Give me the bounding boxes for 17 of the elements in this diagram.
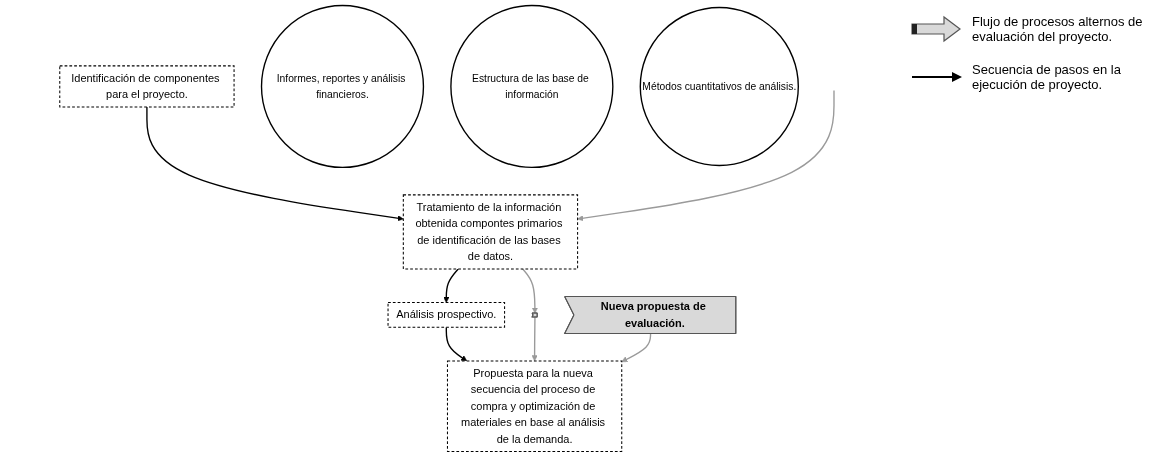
arrow	[146, 106, 404, 222]
legend-text: Secuencia de pasos en la ejecución de proyecto.	[972, 62, 1122, 92]
arrow	[443, 268, 459, 303]
node-circle	[450, 4, 614, 169]
node-box	[59, 65, 235, 108]
arrow	[621, 333, 652, 362]
node-box	[446, 360, 623, 453]
node-circle	[639, 6, 799, 167]
legend-text: Flujo de procesos alternos de evaluación del proyecto.	[972, 14, 1144, 44]
arrow	[531, 316, 538, 362]
arrow	[577, 89, 835, 222]
arrow	[522, 268, 538, 314]
arrow	[445, 326, 468, 362]
node-circle	[260, 4, 425, 169]
flowchart-drawing: Identificación de componentes para el proyecto. Informes, reportes y análisis financieros. Estructura de las base de información Tratamiento de la información obtenida compontes primarios de identificación de las bases de datos. Análisis prospectivo. Métodos cuantitativos de análisis. Propuesta para la nueva secuencia del proceso de compra y optimización de materiales en base al análisis de la demanda. Nueva propuesta de evaluación.	[0, 0, 902, 457]
node-box	[402, 194, 579, 270]
node-box	[387, 302, 506, 328]
